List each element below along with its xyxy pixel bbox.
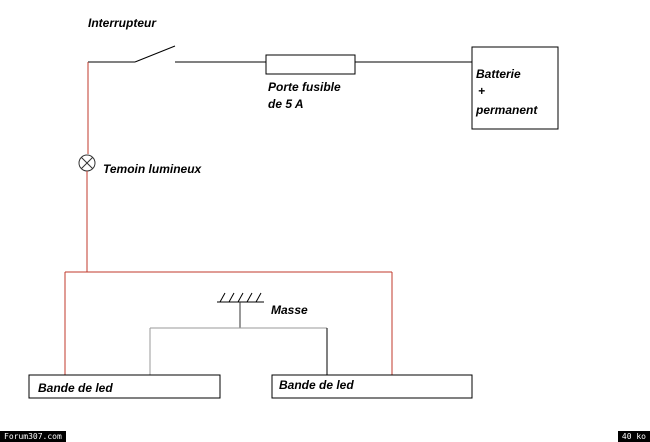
fuse-holder bbox=[265, 54, 356, 75]
battery-label-line2: + bbox=[478, 84, 486, 98]
battery-label-line3: permanent bbox=[476, 103, 538, 117]
footer-size: 40 ko bbox=[617, 431, 650, 442]
footer-site: Forum307.com bbox=[0, 431, 66, 442]
ground-label: Masse bbox=[271, 303, 308, 317]
battery-label-line1: Batterie bbox=[476, 67, 521, 81]
lamp-cross-2 bbox=[81, 157, 93, 169]
fuse-label-line1: Porte fusible bbox=[268, 80, 341, 94]
led-strip-left bbox=[28, 374, 221, 399]
switch-blade bbox=[134, 45, 176, 63]
switch-label: Interrupteur bbox=[88, 16, 157, 30]
led-left-label: Bande de led bbox=[38, 381, 113, 395]
ground-hatch-icon bbox=[219, 292, 262, 303]
lamp-label: Temoin lumineux bbox=[103, 162, 202, 176]
battery-box bbox=[471, 46, 559, 130]
fuse-label-line2: de 5 A bbox=[268, 97, 304, 111]
led-strip-right bbox=[271, 374, 473, 399]
led-right-label: Bande de led bbox=[279, 378, 354, 392]
